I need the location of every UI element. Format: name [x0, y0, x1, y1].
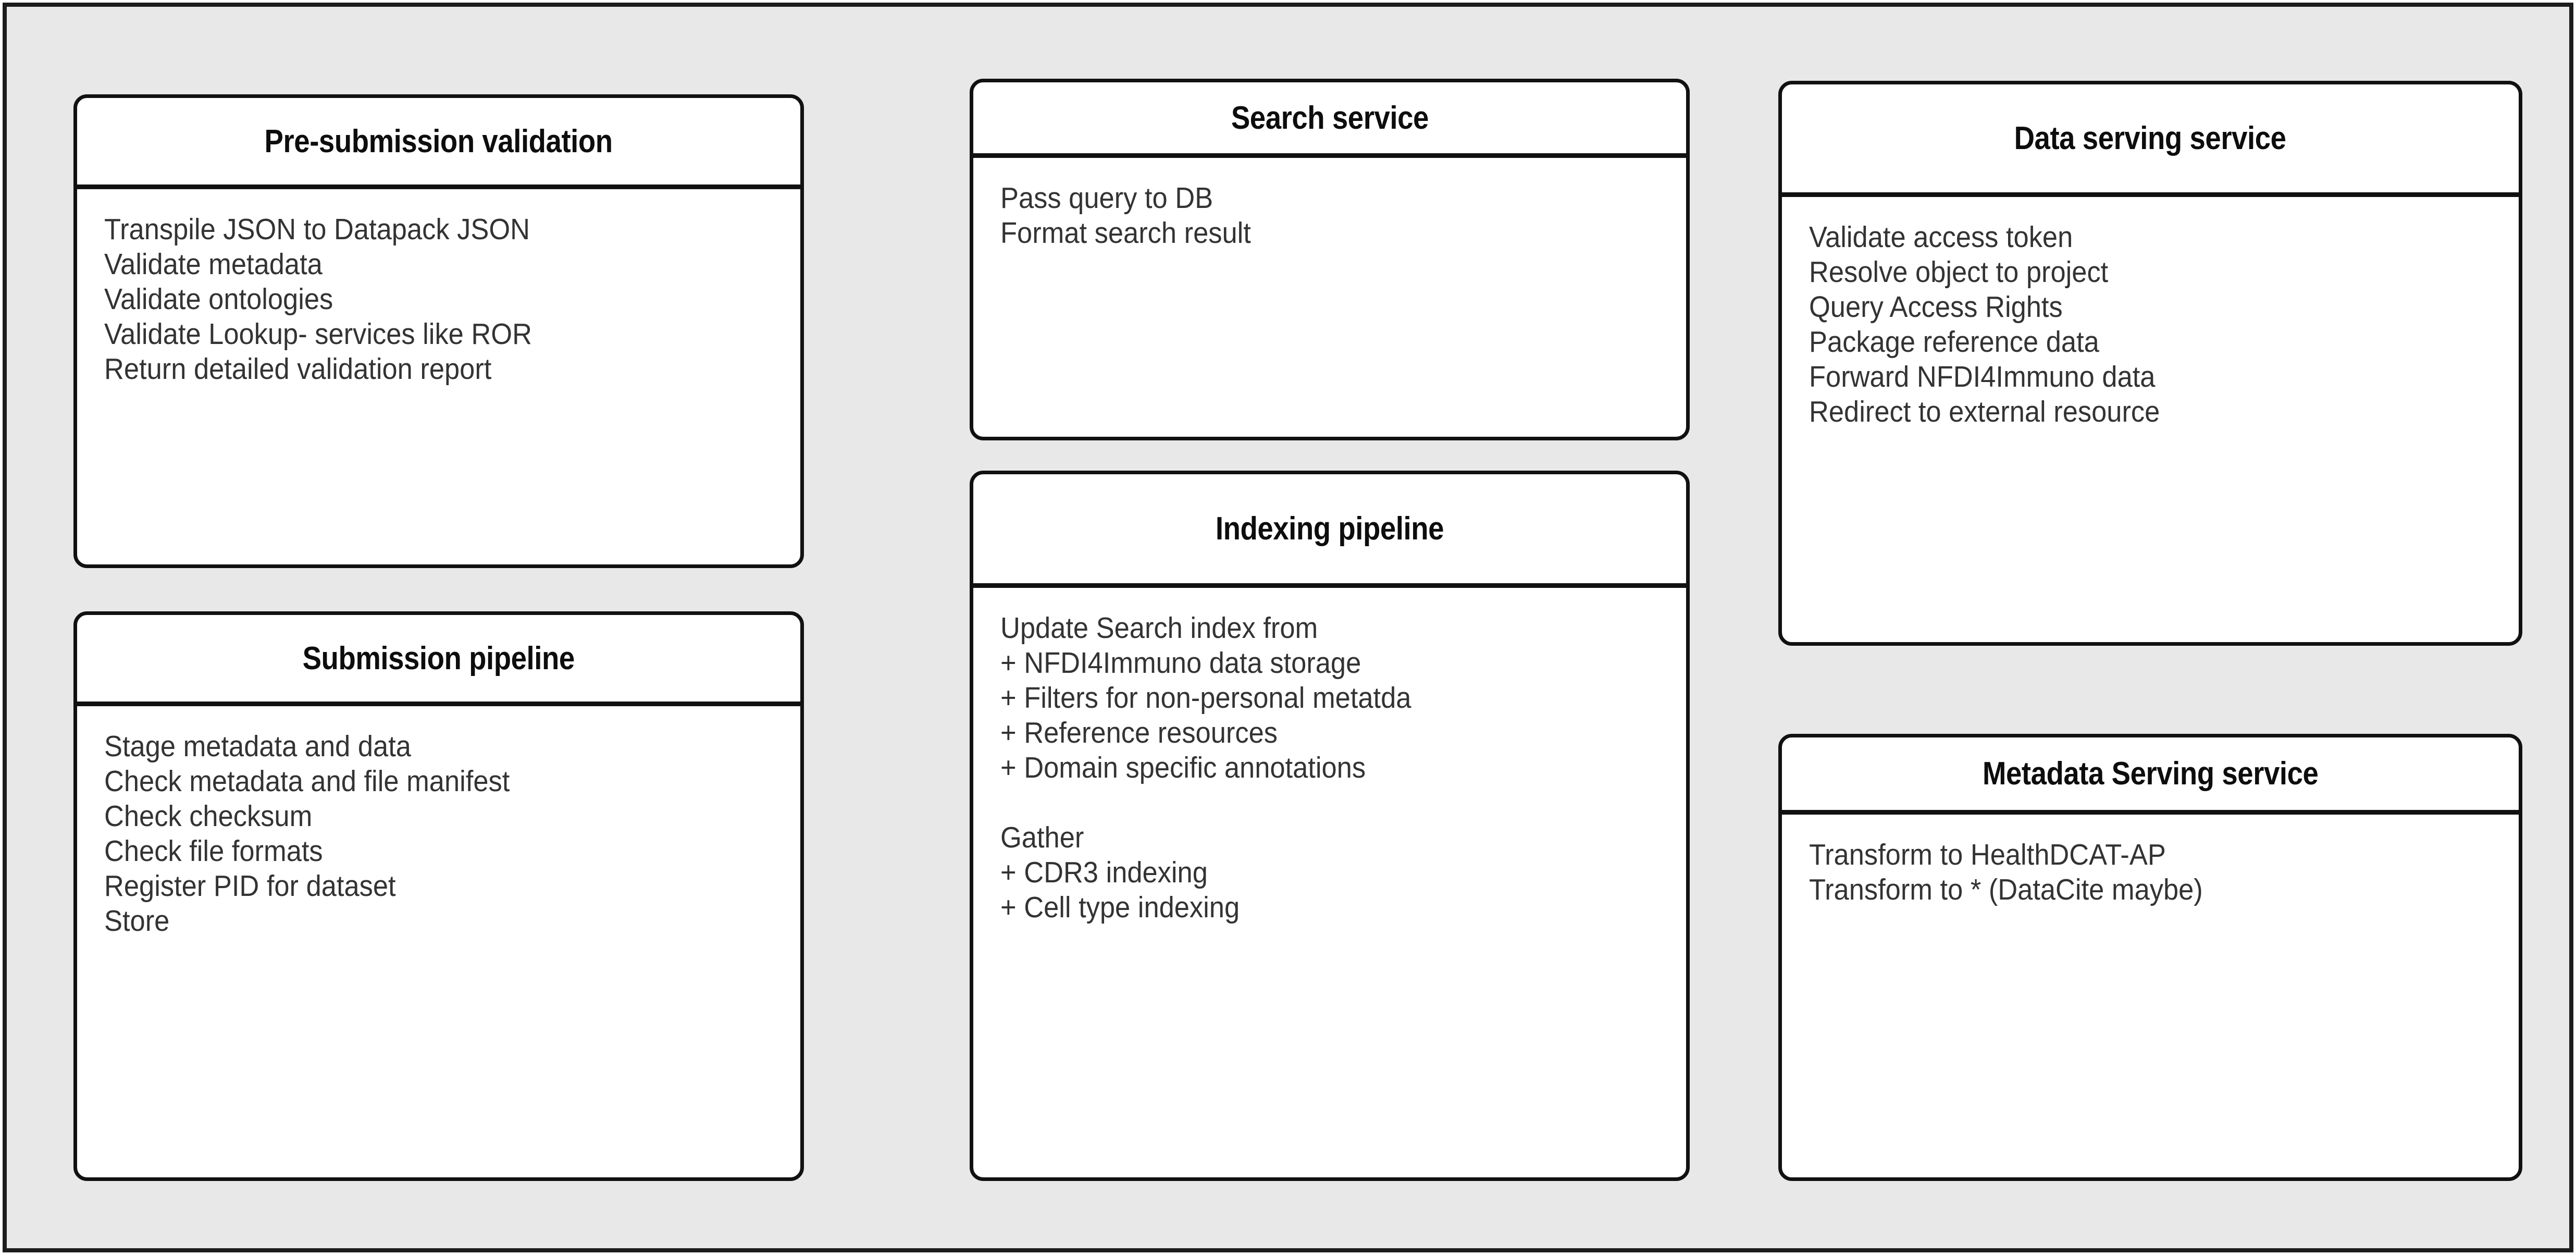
box-body: Transform to HealthDCAT-AP Transform to …	[1782, 815, 2519, 907]
box-header: Metadata Serving service	[1782, 737, 2519, 815]
box-body: Update Search index from + NFDI4Immuno d…	[973, 588, 1686, 925]
box-line: Store	[104, 904, 170, 938]
box-search-service: Search service Pass query to DB Format s…	[970, 79, 1690, 440]
box-header: Pre-submission validation	[77, 98, 800, 189]
box-line: Transform to HealthDCAT-AP	[1809, 838, 2166, 871]
box-line: Validate ontologies	[104, 282, 333, 316]
box-line: + Domain specific annotations	[1000, 751, 1366, 784]
box-title: Search service	[1231, 100, 1429, 136]
box-line: Transform to * (DataCite maybe)	[1809, 873, 2203, 906]
box-line: Check file formats	[104, 834, 323, 868]
box-line: Package reference data	[1809, 325, 2099, 359]
box-line: Pass query to DB	[1000, 181, 1213, 215]
box-line: Resolve object to project	[1809, 255, 2109, 289]
box-body: Validate access token Resolve object to …	[1782, 197, 2519, 429]
box-title: Data serving service	[2014, 120, 2286, 156]
box-submission-pipeline: Submission pipeline Stage metadata and d…	[73, 611, 804, 1181]
box-data-serving-service: Data serving service Validate access tok…	[1778, 81, 2522, 646]
box-body: Stage metadata and data Check metadata a…	[77, 706, 800, 939]
box-line: Register PID for dataset	[104, 869, 396, 903]
box-body: Transpile JSON to Datapack JSON Validate…	[77, 189, 800, 387]
box-line: Forward NFDI4Immuno data	[1809, 360, 2156, 393]
box-line: Gather	[1000, 821, 1084, 854]
box-line: + NFDI4Immuno data storage	[1000, 646, 1361, 680]
box-title: Metadata Serving service	[1982, 756, 2319, 792]
box-header: Search service	[973, 82, 1686, 158]
box-header: Indexing pipeline	[973, 474, 1686, 588]
box-line: Transpile JSON to Datapack JSON	[104, 213, 530, 246]
box-line: Format search result	[1000, 216, 1251, 250]
box-line: Stage metadata and data	[104, 730, 411, 763]
box-pre-submission-validation: Pre-submission validation Transpile JSON…	[73, 94, 804, 568]
box-line: Validate Lookup- services like ROR	[104, 317, 532, 351]
box-metadata-serving-service: Metadata Serving service Transform to He…	[1778, 734, 2522, 1181]
box-title: Submission pipeline	[302, 640, 575, 676]
box-line: Check metadata and file manifest	[104, 765, 510, 798]
box-body: Pass query to DB Format search result	[973, 158, 1686, 251]
box-line: + CDR3 indexing	[1000, 856, 1208, 889]
box-line: Check checksum	[104, 799, 313, 833]
box-line: Update Search index from	[1000, 611, 1318, 645]
box-line: Redirect to external resource	[1809, 395, 2160, 428]
box-line: Validate metadata	[104, 248, 323, 281]
diagram-stage: Pre-submission validation Transpile JSON…	[3, 3, 2573, 1252]
box-title: Indexing pipeline	[1215, 511, 1444, 547]
box-line: + Cell type indexing	[1000, 891, 1240, 924]
box-indexing-pipeline: Indexing pipeline Update Search index fr…	[970, 471, 1690, 1181]
box-title: Pre-submission validation	[264, 123, 613, 159]
box-line: + Reference resources	[1000, 716, 1278, 749]
box-header: Data serving service	[1782, 84, 2519, 197]
box-line: + Filters for non-personal metatda	[1000, 681, 1411, 715]
box-line: Query Access Rights	[1809, 290, 2063, 324]
box-line: Return detailed validation report	[104, 352, 492, 386]
box-line: Validate access token	[1809, 220, 2073, 254]
box-line-spacer	[1000, 785, 1631, 820]
box-header: Submission pipeline	[77, 615, 800, 706]
